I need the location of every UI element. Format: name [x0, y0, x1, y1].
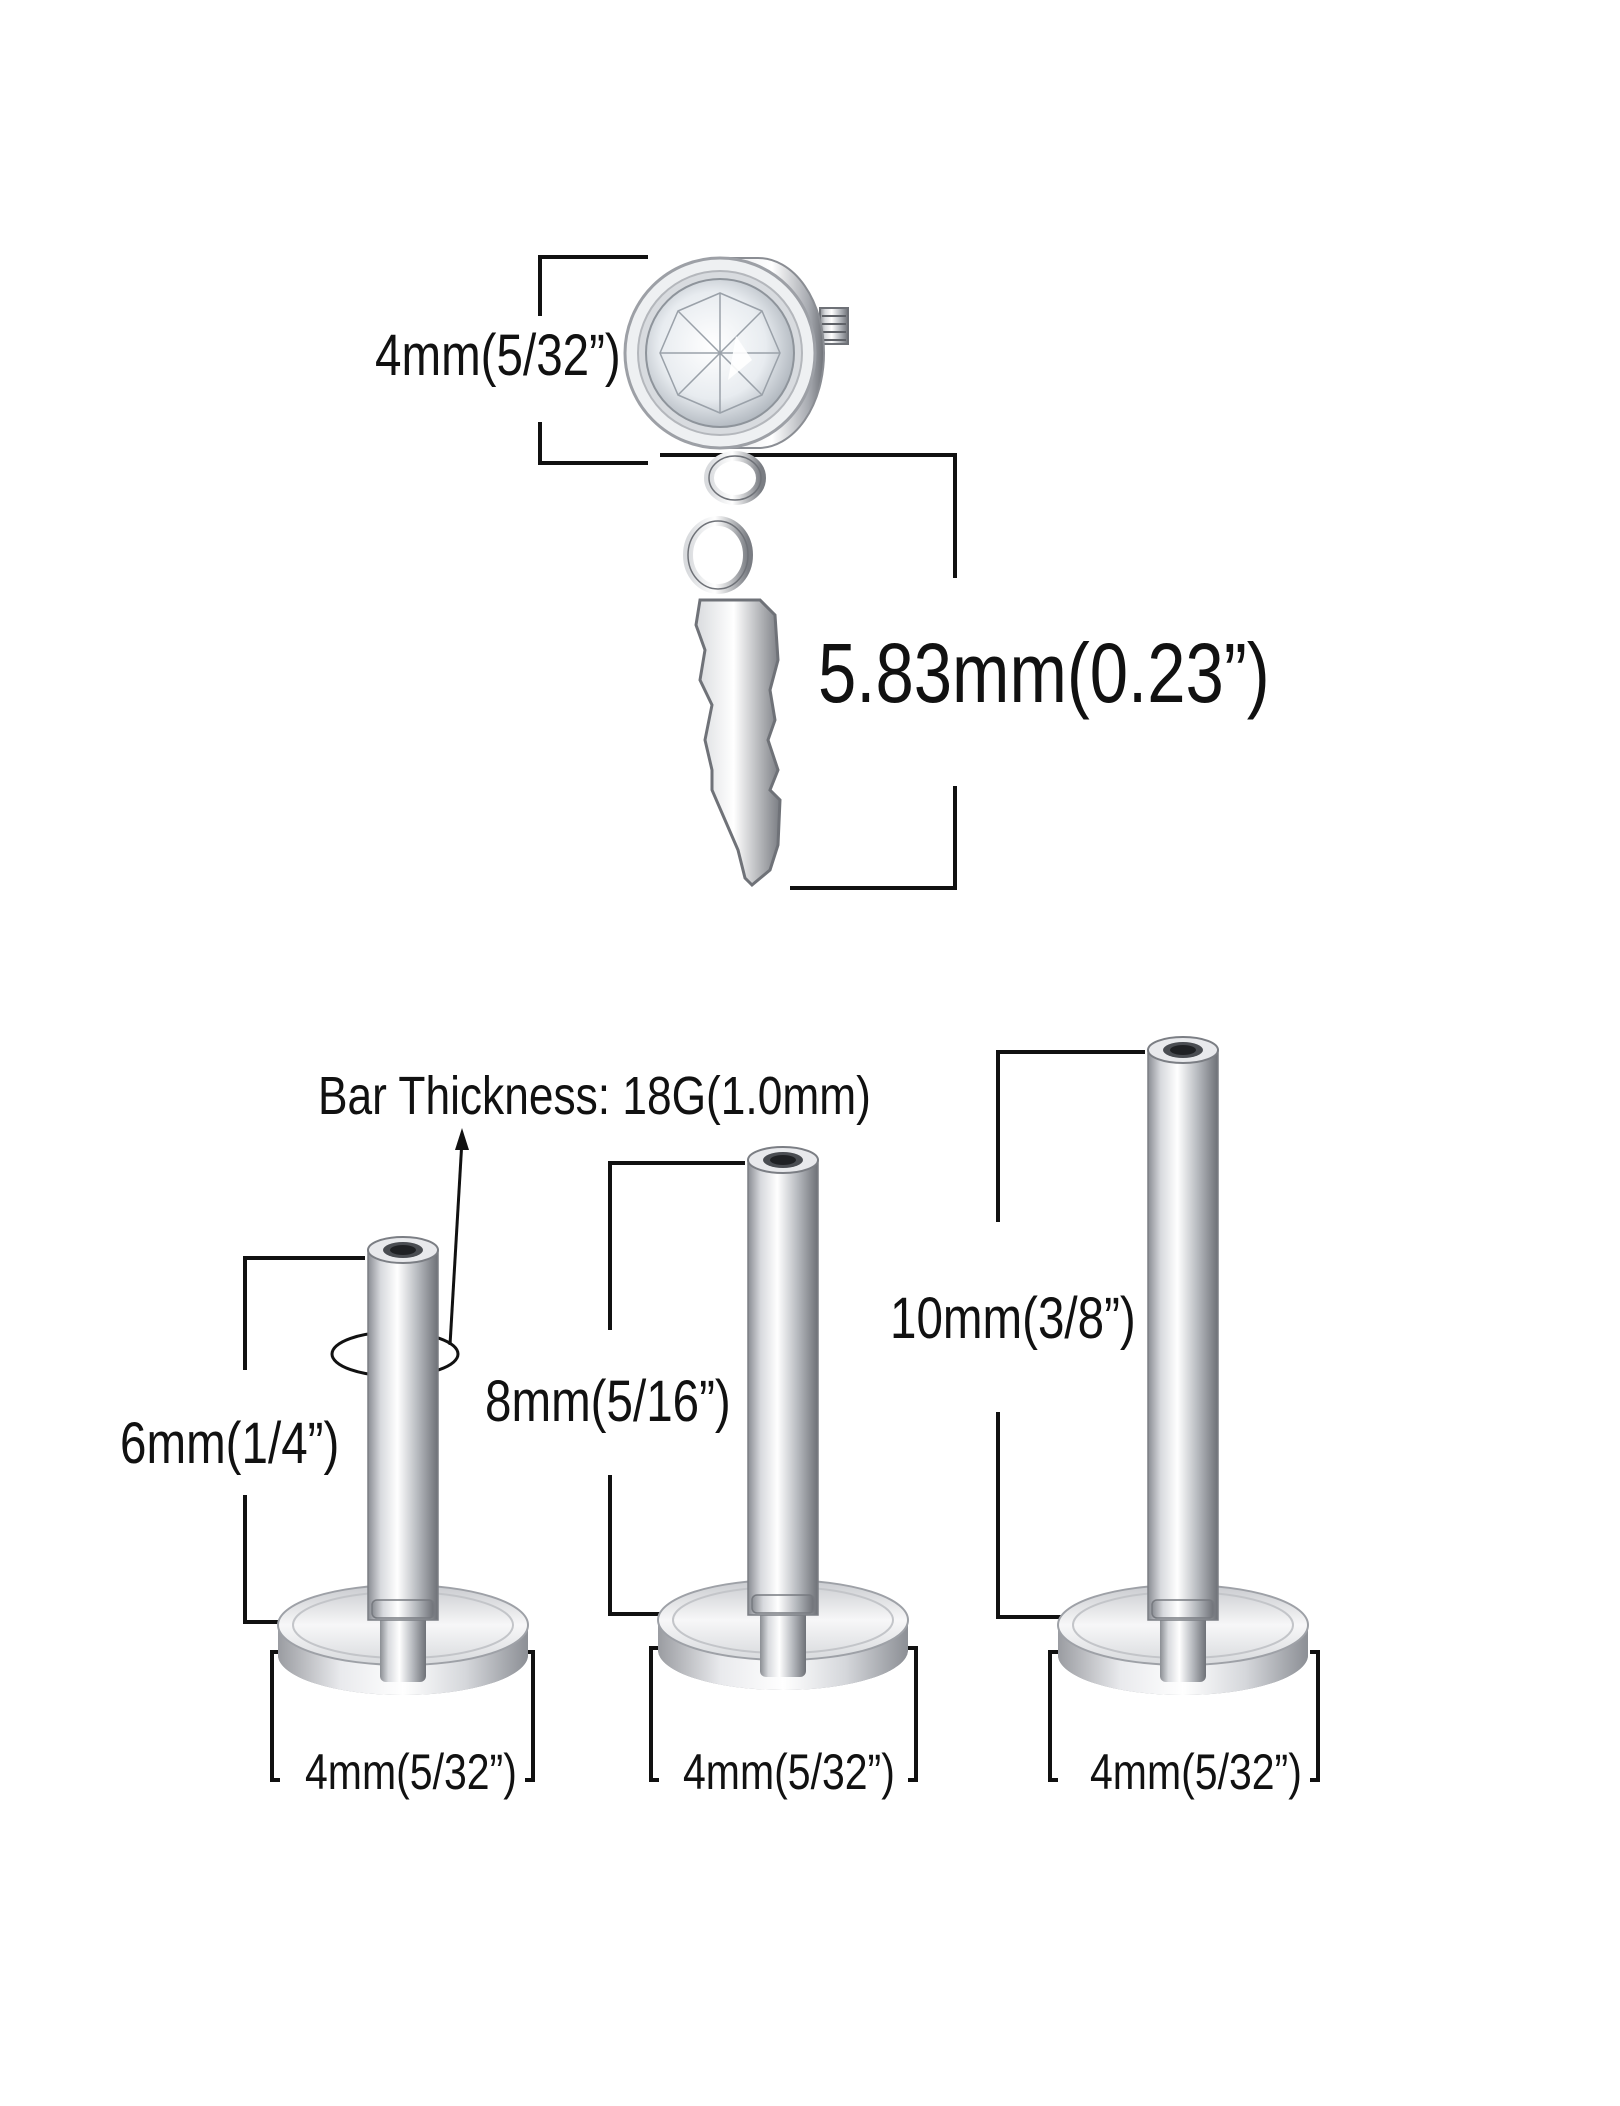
post-3-length-label: 10mm(3/8”) [890, 1286, 1136, 1351]
post-2-disc-label: 4mm(5/32”) [683, 1744, 895, 1800]
charm-length-label: 5.83mm(0.23”) [818, 626, 1270, 720]
post-1-disc-label: 4mm(5/32”) [305, 1744, 517, 1800]
charm [694, 598, 782, 888]
post-3-disc-bracket-left [1048, 1650, 1058, 1782]
post-1-disc-bracket-right [525, 1650, 535, 1782]
bar-thickness-arrowhead [455, 1128, 469, 1150]
post-2-disc-bracket-right [908, 1646, 918, 1782]
post-1-illustration [277, 1236, 529, 1695]
post-2-length-bracket-top [608, 1161, 745, 1330]
post-3-length-bracket-top [996, 1050, 1145, 1222]
charm-length-bracket-top [660, 453, 957, 578]
post-3-illustration [1057, 1036, 1309, 1695]
post-3-length-bracket-bottom [996, 1412, 1145, 1619]
post-1-length-label: 6mm(1/4”) [120, 1411, 340, 1476]
pendant-top-illustration [623, 256, 849, 888]
charm-length-bracket-bottom [790, 786, 957, 890]
gem-width-label: 4mm(5/32”) [375, 323, 621, 388]
post-1-length-bracket-top [243, 1256, 365, 1370]
post-2-illustration [657, 1146, 909, 1690]
gem-width-bracket-top [538, 255, 648, 316]
post-2-length-label: 8mm(5/16”) [485, 1369, 731, 1434]
post-1-disc-bracket-left [270, 1650, 280, 1782]
gem-width-bracket-bottom [538, 422, 648, 465]
post-3-disc-bracket-right [1310, 1650, 1320, 1782]
pendant-dimension-lines [538, 255, 957, 890]
threaded-pin [819, 307, 849, 345]
post-3-disc-label: 4mm(5/32”) [1090, 1744, 1302, 1800]
post-2-disc-bracket-left [649, 1646, 659, 1782]
bar-thickness-arrow-line [448, 1139, 464, 1346]
bar-thickness-label: Bar Thickness: 18G(1.0mm) [318, 1066, 871, 1126]
